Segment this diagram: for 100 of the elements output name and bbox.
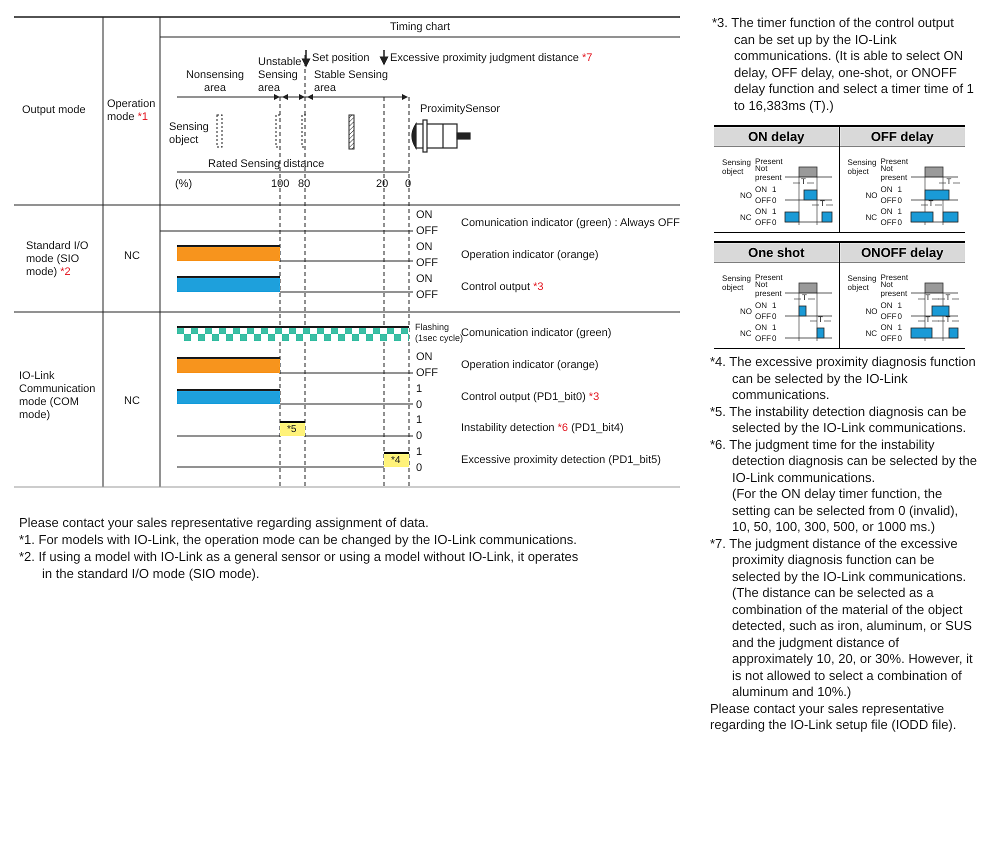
output-type-label: NC: [740, 213, 752, 222]
signal-level-label: 0: [416, 462, 422, 475]
level-label: 0: [898, 218, 902, 227]
signal-level-label: 1: [416, 383, 422, 396]
time-label: T: [820, 199, 825, 208]
signal-name: Operation indicator (orange): [461, 359, 599, 372]
level-label: 1: [898, 185, 902, 194]
mode-value: NC: [124, 395, 140, 408]
signal-name: Sensing object: [722, 158, 752, 176]
position-label: Set position: [312, 52, 370, 65]
footnote-text: *7. The judgment distance of the excessive proximity diagnosis function can be selected by the IO-Link communications.: [710, 536, 968, 585]
signal-level-label: 0: [416, 430, 422, 443]
state-label: ON: [755, 207, 767, 216]
state-label: ON: [880, 185, 892, 194]
footnote-text: *2. If using a model with IO-Link as a general sensor or using a model without IO-Link, it operates in the standard I/O mode (SIO mode).: [19, 548, 580, 582]
signal-level-label: OFF: [416, 257, 438, 270]
time-label: T: [801, 177, 806, 186]
state-label: ON: [755, 185, 767, 194]
area-label: Nonsensing area: [184, 69, 246, 95]
signal-name: Sensing object: [848, 158, 878, 176]
signal-name: Excessive proximity detection (PD1_bit5): [461, 454, 661, 467]
level-label: 1: [898, 323, 902, 332]
column-header: Timing chart: [388, 21, 452, 34]
signal-level-label: OFF: [416, 367, 438, 380]
signal-level-label: ON: [416, 241, 432, 254]
output-type-label: NO: [740, 307, 752, 316]
level-label: 1: [772, 185, 776, 194]
row-header: Operation mode *1: [107, 98, 156, 124]
signal-level-label: ON: [416, 351, 432, 364]
signal-level-label: Flashing (1sec cycle): [415, 322, 463, 344]
state-label: OFF: [755, 196, 771, 205]
time-label: T: [926, 293, 930, 302]
footnote-text: (For the ON delay timer function, the setting can be selected from 0 (invalid), 10, 50, 100, 300, 500, or 1000 ms.): [731, 486, 960, 536]
level-label: 0: [898, 334, 902, 343]
state-label: Not present: [755, 164, 782, 182]
time-label: T: [946, 293, 950, 302]
output-type-label: NC: [866, 213, 878, 222]
level-label: 1: [898, 207, 902, 216]
signal-name: Comunication indicator (green): [461, 327, 612, 339]
panel-title: OFF delay: [840, 127, 965, 147]
time-label: T: [928, 199, 934, 208]
time-label: T: [926, 315, 930, 324]
state-label: Present: [755, 273, 783, 282]
scale-value: 20: [376, 178, 388, 191]
position-label: Excessive proximity judgment distance *7: [390, 52, 592, 65]
level-label: 0: [898, 196, 902, 205]
signal-name: Sensing object: [848, 274, 878, 292]
footnote-text: *3. The timer function of the control output can be set up by the IO-Link communications. (It is able to select ON delay, OFF delay, one-shot, or ONOFF delay function and select a timer time of 1 to 16,383ms (T).): [712, 15, 974, 114]
unit-label: (%): [175, 178, 192, 191]
object-label: Sensing object: [169, 121, 210, 147]
signal-name: Comunication indicator (green) : Always OFF: [461, 217, 680, 230]
signal-level-label: ON: [416, 209, 432, 222]
state-label: OFF: [755, 218, 771, 227]
footnote-text: *6. The judgment time for the instability detection diagnosis can be selected by the IO-Link communications.: [710, 436, 978, 486]
note-text: Please contact your sales representative regarding assignment of data.: [19, 514, 430, 531]
time-label: T: [946, 315, 950, 324]
signal-level-label: 0: [416, 399, 422, 412]
signal-level-label: 1: [416, 446, 422, 459]
state-label: Not present: [880, 164, 908, 182]
signal-name: Control output (PD1_bit0) *3: [461, 391, 600, 404]
row-header: IO-Link Communication mode (COM mode): [19, 370, 96, 422]
output-type-label: NC: [866, 329, 878, 338]
state-label: ON: [880, 207, 892, 216]
panel-title: One shot: [714, 243, 838, 263]
signal-level-label: ON: [416, 273, 432, 286]
signal-name: Sensing object: [722, 274, 752, 292]
row-header: Output mode: [22, 104, 86, 117]
level-label: 0: [772, 218, 776, 227]
sensor-label: ProximitySensor: [420, 103, 500, 116]
level-label: 0: [772, 196, 776, 205]
state-label: Present: [880, 273, 908, 282]
state-label: OFF: [755, 334, 771, 343]
state-label: OFF: [880, 312, 896, 321]
output-type-label: NC: [740, 329, 752, 338]
footnote-text: *1. For models with IO-Link, the operation mode can be changed by the IO-Link communications.: [19, 531, 578, 548]
panel-title: ONOFF delay: [840, 243, 965, 263]
state-label: ON: [755, 323, 767, 332]
scale-value: 100: [271, 178, 290, 191]
level-label: 1: [772, 323, 776, 332]
output-type-label: NO: [740, 191, 752, 200]
state-label: ON: [755, 301, 767, 310]
panel-title: ON delay: [714, 127, 838, 147]
level-label: 1: [898, 301, 902, 310]
footnote-text: *5. The instability detection diagnosis can be selected by the IO-Link communications.: [710, 404, 968, 436]
scale-label: Rated Sensing distance: [208, 158, 324, 171]
signal-name: Control output *3: [461, 281, 544, 294]
level-label: 0: [772, 312, 776, 321]
area-label: Unstable Sensing area: [258, 56, 302, 95]
signal-name: Instability detection *6 (PD1_bit4): [461, 422, 624, 435]
footnote-text: *4. The excessive proximity diagnosis function can be selected by the IO-Link communications.: [710, 354, 977, 404]
output-type-label: NO: [866, 191, 878, 200]
level-label: 0: [772, 334, 776, 343]
signal-level-label: OFF: [416, 225, 438, 238]
level-label: 1: [772, 207, 776, 216]
state-label: ON: [880, 301, 892, 310]
signal-level-label: 1: [416, 414, 422, 427]
row-header: Standard I/O mode (SIO mode) *2: [26, 240, 90, 279]
state-label: OFF: [880, 196, 896, 205]
time-label: T: [802, 293, 807, 302]
state-label: OFF: [755, 312, 771, 321]
